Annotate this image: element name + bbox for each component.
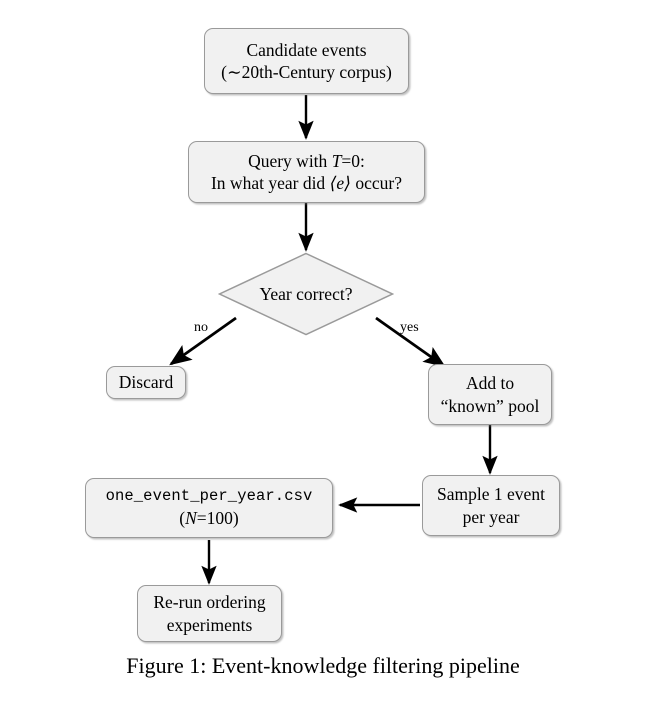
node-query-line2-post: occur? — [351, 173, 403, 193]
node-query: Query with T=0: In what year did ⟨e⟩ occ… — [188, 141, 425, 203]
figure-caption: Figure 1: Event-knowledge filtering pipe… — [126, 653, 520, 678]
node-sample-per-year: Sample 1 event per year — [422, 475, 560, 536]
edge-decision-to-known-pool — [375, 316, 446, 368]
node-csv-count: (N=100) — [92, 507, 326, 529]
node-query-line1: Query with T=0: — [195, 150, 418, 172]
edge-label-no: no — [194, 320, 208, 335]
decision-diamond-shape — [218, 252, 394, 336]
edge-label-yes: yes — [400, 320, 419, 335]
node-discard: Discard — [106, 366, 186, 399]
node-known-pool-line2: “known” pool — [440, 395, 540, 416]
node-csv-filename: one_event_per_year.csv — [105, 487, 313, 506]
node-query-line2-pre: In what year did — [210, 173, 330, 193]
node-csv-count-pre: ( — [179, 507, 186, 528]
node-candidate-events: Candidate events (∼20th-Century corpus) — [204, 28, 409, 94]
node-csv-output: one_event_per_year.csv (N=100) — [85, 478, 333, 538]
node-sample-line2: per year — [462, 506, 520, 527]
node-query-line2: In what year did ⟨e⟩ occur? — [195, 172, 418, 194]
node-sample-line1: Sample 1 event — [437, 484, 545, 505]
node-query-event-var: ⟨e⟩ — [329, 173, 351, 193]
node-csv-count-post: =100) — [196, 507, 239, 528]
node-discard-label: Discard — [118, 372, 174, 393]
node-decision-year-correct: Year correct? — [218, 252, 394, 336]
node-rerun-line2: experiments — [166, 614, 253, 635]
edge-decision-to-discard — [169, 316, 237, 366]
node-rerun-line1: Re-run ordering — [153, 592, 266, 613]
node-csv-count-var: N — [185, 507, 197, 528]
node-decision-label: Year correct? — [259, 283, 353, 304]
node-query-line1-pre: Query with — [248, 150, 332, 171]
node-query-line1-post: =0: — [341, 150, 365, 171]
node-candidate-events-line2: (∼20th-Century corpus) — [221, 62, 392, 82]
node-known-pool: Add to “known” pool — [428, 364, 552, 425]
node-rerun-experiments: Re-run ordering experiments — [137, 585, 282, 642]
node-known-pool-line1: Add to — [465, 373, 515, 394]
node-candidate-events-line1: Candidate events — [246, 39, 367, 60]
node-query-temperature-var: T — [331, 150, 342, 171]
